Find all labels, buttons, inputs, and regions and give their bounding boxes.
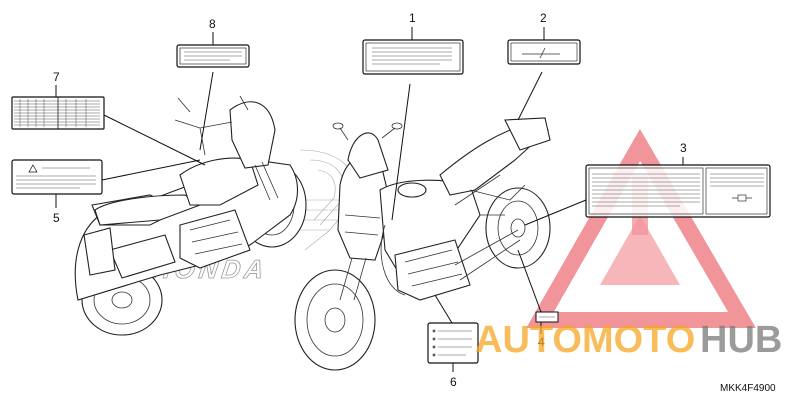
label-4: [535, 311, 559, 323]
label-6: [427, 322, 479, 364]
watermark-text: AUTOMOTO HUB: [475, 319, 782, 361]
callout-4: 4: [538, 335, 545, 349]
label-3: [585, 164, 771, 218]
callout-1: 1: [409, 11, 416, 25]
label-1: [362, 39, 464, 75]
callout-2: 2: [540, 11, 547, 25]
label-8: [176, 44, 250, 68]
callout-8: 8: [209, 17, 216, 31]
part-code: MKK4F4900: [720, 383, 776, 394]
label-2: [507, 39, 581, 65]
motorcycle-rear-view: [74, 95, 307, 336]
label-7: [11, 96, 105, 130]
watermark-part2: HUB: [700, 319, 782, 361]
callout-5: 5: [53, 211, 60, 225]
callout-3: 3: [680, 141, 687, 155]
watermark-part1: AUTOMOTO: [475, 319, 695, 361]
callout-7: 7: [53, 70, 60, 84]
motorcycle-front-view: [294, 117, 551, 371]
callout-6: 6: [450, 375, 457, 389]
label-5: [11, 159, 103, 195]
